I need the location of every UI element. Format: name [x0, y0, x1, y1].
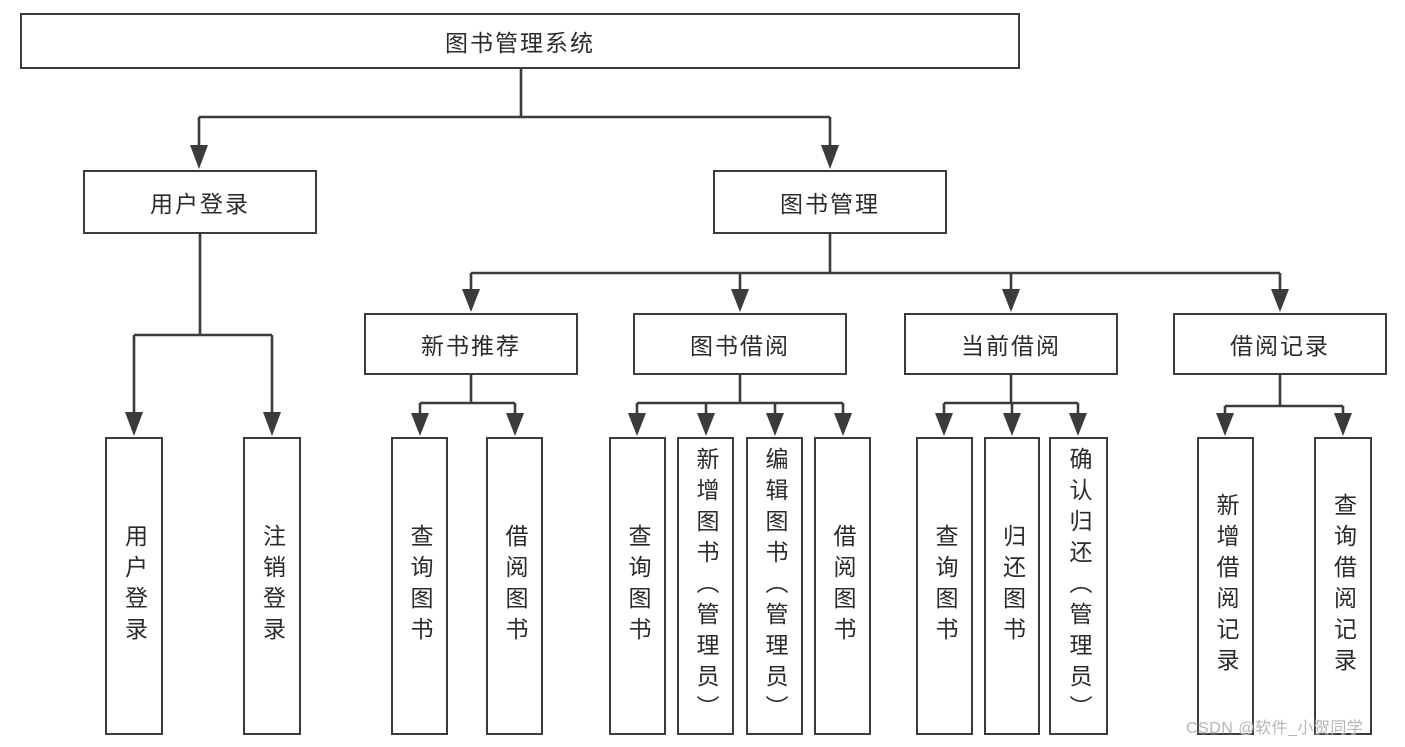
csdn-watermark: CSDN @软件_小贺同学 [1186, 720, 1364, 737]
branch-node-book-management: 图书管理 [713, 170, 947, 234]
leaf-label: 确认归还（管理员） [1066, 446, 1092, 726]
branch-node-user-login: 用户登录 [83, 170, 317, 234]
leaf-node-add-book-admin: 新增图书（管理员） [677, 437, 734, 735]
group-node-new-book-recommend: 新书推荐 [364, 313, 578, 375]
leaf-node-borrow-books-recommend: 借阅图书 [486, 437, 543, 735]
root-node: 图书管理系统 [20, 13, 1020, 69]
leaf-label: 注销登录 [259, 524, 286, 648]
leaf-label: 编辑图书（管理员） [762, 446, 788, 726]
leaf-node-confirm-return-admin: 确认归还（管理员） [1049, 437, 1108, 735]
leaf-node-logout: 注销登录 [243, 437, 301, 735]
leaf-node-borrow-books: 借阅图书 [814, 437, 871, 735]
leaf-label: 查询图书 [932, 524, 958, 648]
leaf-node-return-book: 归还图书 [984, 437, 1040, 735]
leaf-label: 查询借阅记录 [1330, 493, 1357, 679]
leaf-label: 新增借阅记录 [1213, 493, 1239, 679]
connector-lines [132, 69, 1345, 415]
leaf-node-user-login: 用户登录 [105, 437, 163, 735]
leaf-label: 新增图书（管理员） [693, 446, 719, 726]
leaf-node-query-borrow-record: 查询借阅记录 [1314, 437, 1372, 735]
group-node-book-borrow: 图书借阅 [633, 313, 847, 375]
leaf-label: 借阅图书 [830, 524, 856, 648]
leaf-label: 借阅图书 [502, 524, 528, 648]
leaf-label: 用户登录 [121, 524, 148, 648]
leaf-node-query-books-borrow: 查询图书 [609, 437, 666, 735]
leaf-node-query-books-recommend: 查询图书 [391, 437, 448, 735]
leaf-label: 查询图书 [625, 524, 651, 648]
leaf-label: 归还图书 [999, 524, 1026, 648]
group-node-borrow-records: 借阅记录 [1173, 313, 1387, 375]
leaf-node-edit-book-admin: 编辑图书（管理员） [746, 437, 803, 735]
group-node-current-borrow: 当前借阅 [904, 313, 1118, 375]
leaf-label: 查询图书 [407, 524, 433, 648]
leaf-node-add-borrow-record: 新增借阅记录 [1197, 437, 1254, 735]
leaf-node-query-books-current: 查询图书 [916, 437, 973, 735]
arrowheads [125, 145, 1352, 436]
